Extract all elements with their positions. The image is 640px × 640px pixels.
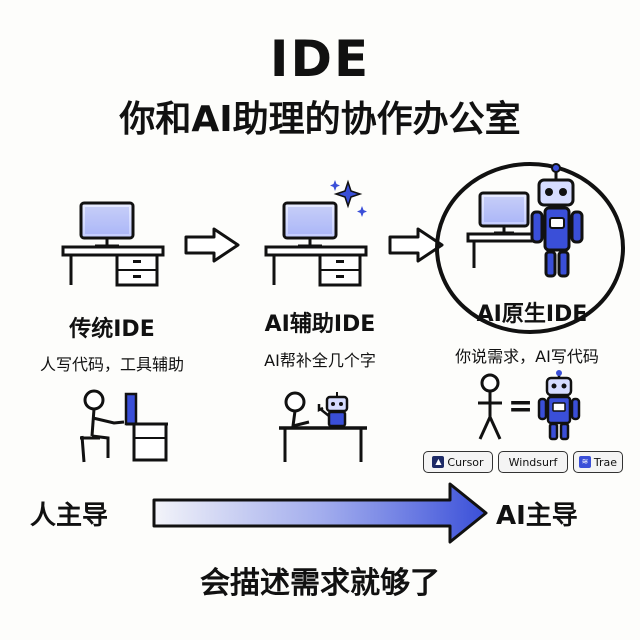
cursor-logo-icon: ▲ bbox=[432, 456, 445, 468]
tool-badge-cursor: ▲ Cursor bbox=[423, 451, 493, 473]
desk-computer-icon bbox=[61, 201, 165, 287]
human-led-label: 人主导 bbox=[30, 501, 109, 531]
stage-1-title: 传统IDE bbox=[69, 317, 155, 342]
tagline: 会描述需求就够了 bbox=[200, 566, 440, 601]
tool-badge-windsurf: Windsurf bbox=[498, 451, 568, 473]
stage-1-subtitle: 人写代码，工具辅助 bbox=[39, 355, 184, 374]
person-with-robot-icon bbox=[279, 391, 367, 462]
right-arrow-icon bbox=[184, 227, 240, 263]
desk-computer-sparkle-icon bbox=[264, 179, 368, 287]
robot-icon bbox=[537, 370, 581, 441]
stage-3-title: AI原生IDE bbox=[476, 302, 588, 327]
ai-led-label: AI主导 bbox=[496, 501, 578, 531]
right-arrow-icon bbox=[388, 227, 444, 263]
stage-2-subtitle: AI帮补全几个字 bbox=[264, 351, 376, 370]
tool-name: Trae bbox=[593, 455, 618, 469]
tool-name: Windsurf bbox=[508, 455, 558, 469]
tool-badge-trae: ≋ Trae bbox=[573, 451, 623, 473]
person-coding-icon bbox=[80, 389, 168, 463]
tool-name: Cursor bbox=[447, 455, 484, 469]
stage-3-subtitle: 你说需求，AI写代码 bbox=[455, 347, 599, 366]
ai-native-circle-icon bbox=[435, 162, 625, 334]
person-stick-icon bbox=[478, 373, 502, 440]
stage-2-title: AI辅助IDE bbox=[264, 312, 376, 337]
page-subtitle: 你和AI助理的协作办公室 bbox=[119, 99, 521, 140]
trae-logo-icon: ≋ bbox=[578, 456, 591, 468]
equals-sign: = bbox=[508, 389, 534, 424]
spectrum-arrow-icon bbox=[152, 482, 488, 544]
page-title: IDE bbox=[269, 30, 371, 88]
